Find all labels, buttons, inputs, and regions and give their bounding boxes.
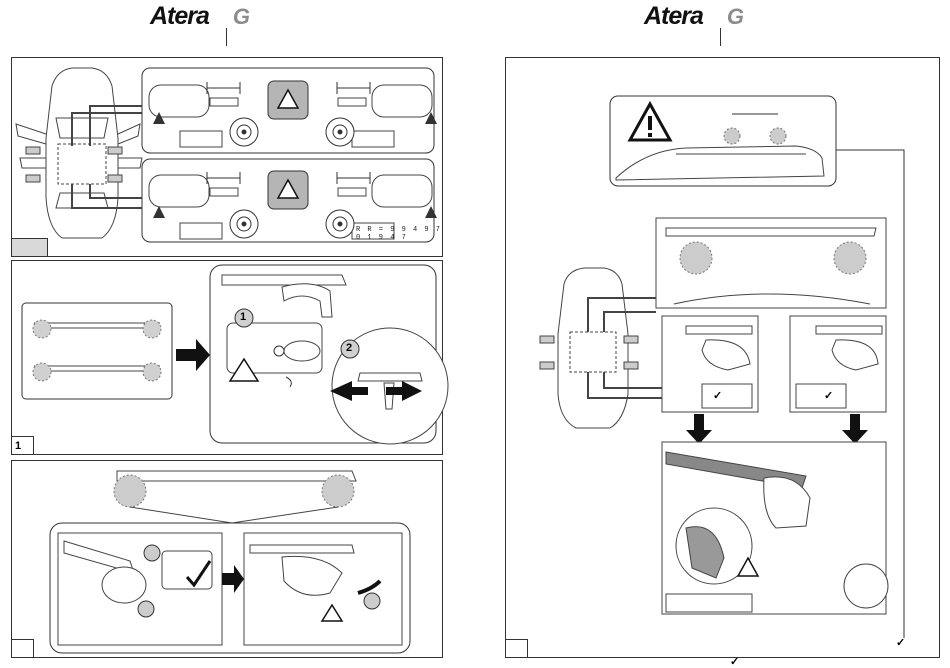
step-number-2 [12,639,34,657]
step-number-right [506,639,528,657]
reference-code: R R = 9 9 4 9 7 0 1 9 4 7 [356,226,442,242]
callout-1: 1 [240,311,246,323]
panel-overview: R R = 9 9 4 9 7 0 1 9 4 7 [11,57,443,257]
check-label-bottom: ✓ [730,655,739,668]
panel-step-2 [11,460,443,658]
step-number-1: 1 [12,436,34,454]
step-1-drawing [12,261,442,454]
step-number-a [12,238,48,256]
check-label-right: ✓ [824,389,833,402]
logo-divider-right [720,28,721,46]
callout-2: 2 [346,342,352,354]
check-label-left: ✓ [713,389,722,402]
check-label-corner: ✓ [896,636,905,649]
panel-right-page: ✓ ✓ ✓ ✓ [505,57,940,658]
right-page-drawing [506,58,939,657]
step-2-drawing [12,461,442,657]
logo-divider-left [226,28,227,46]
panel-step-1: 1 2 1 [11,260,443,455]
